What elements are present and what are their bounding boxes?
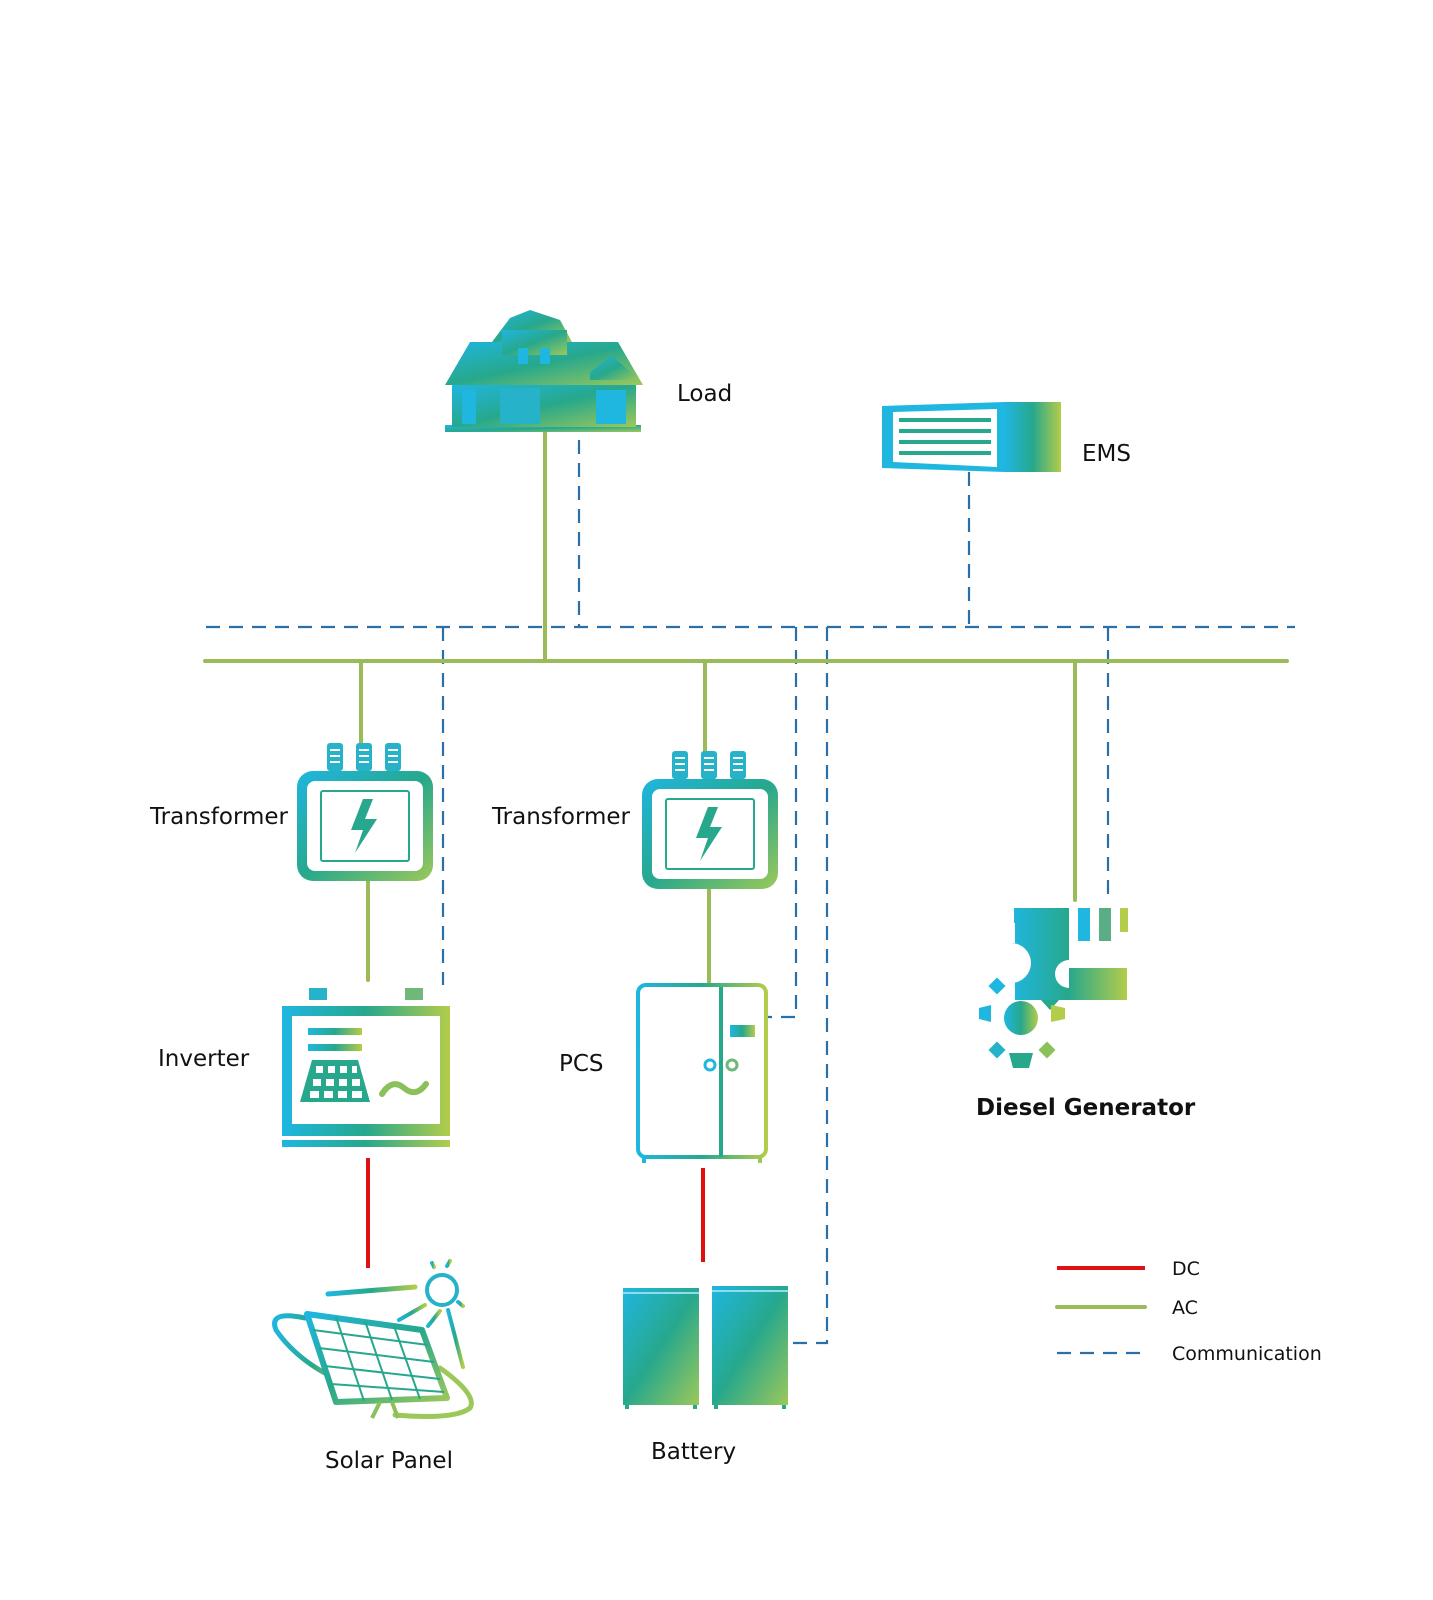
load-label: Load	[677, 381, 732, 407]
legend-label-ac: AC	[1172, 1297, 1198, 1319]
transformer-icon[interactable]	[297, 743, 433, 881]
dc-lines	[366, 1158, 705, 1268]
legend-label-dc: DC	[1172, 1258, 1200, 1280]
solar-panel-label: Solar Panel	[325, 1448, 453, 1474]
legend: DC AC Communication	[1055, 1258, 1322, 1365]
transformer-2-label: Transformer	[491, 804, 631, 830]
ac-lines	[203, 423, 1289, 987]
ems-label: EMS	[1082, 441, 1131, 467]
legend-item-communication: Communication	[1057, 1343, 1322, 1365]
comm-link-battery	[790, 627, 829, 1345]
battery-label: Battery	[651, 1439, 736, 1465]
generator-engine-icon[interactable]	[979, 908, 1128, 1068]
battery-cabinet-icon[interactable]	[623, 1286, 788, 1409]
legend-item-ac: AC	[1055, 1297, 1198, 1319]
inverter-icon[interactable]	[282, 988, 450, 1147]
cabinet-icon[interactable]	[636, 983, 768, 1163]
legend-label-communication: Communication	[1172, 1343, 1322, 1365]
transformer-1-label: Transformer	[149, 804, 289, 830]
diesel-generator-label: Diesel Generator	[976, 1095, 1196, 1121]
pcs-label: PCS	[559, 1051, 604, 1077]
inverter-label: Inverter	[158, 1046, 250, 1072]
legend-item-dc: DC	[1057, 1258, 1200, 1280]
server-rack-icon[interactable]	[882, 402, 1061, 472]
house-icon[interactable]	[445, 310, 643, 432]
communication-lines	[206, 440, 1295, 1345]
transformer-icon[interactable]	[642, 751, 778, 889]
solar-panel-icon[interactable]	[272, 1259, 474, 1419]
